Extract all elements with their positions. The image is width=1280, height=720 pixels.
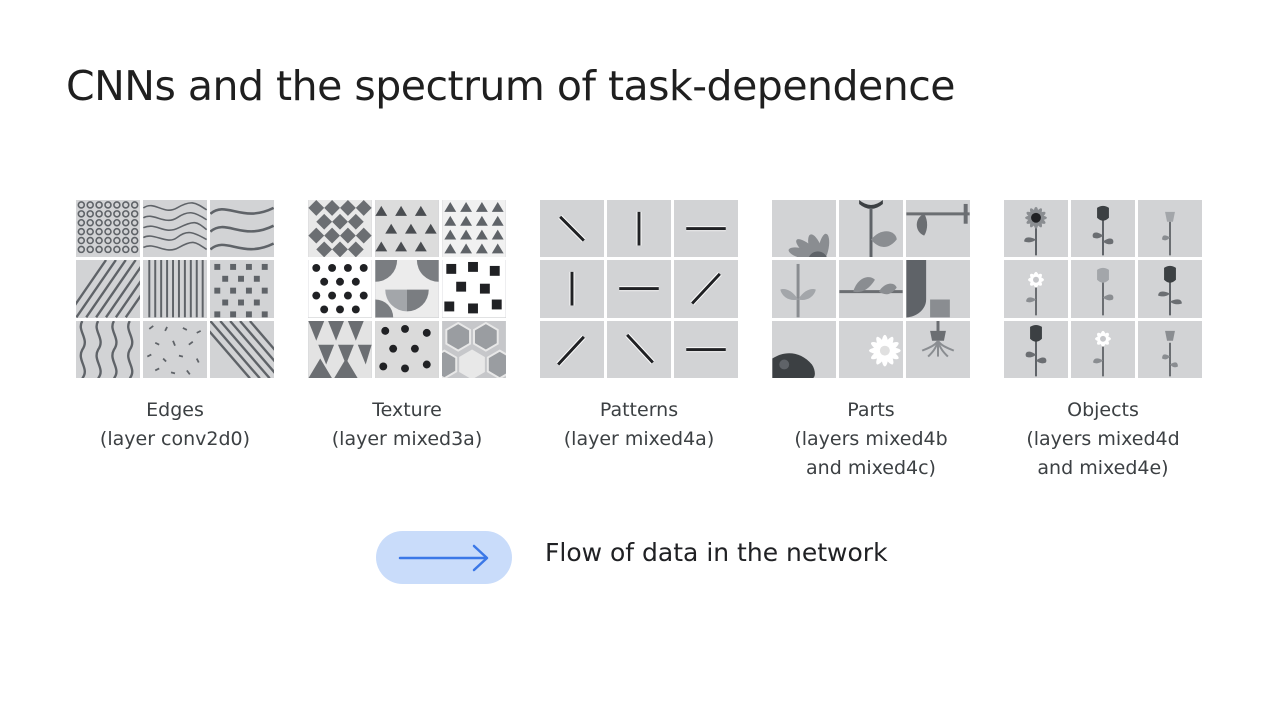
feature-tile xyxy=(906,320,970,378)
feature-tile xyxy=(442,320,506,378)
feature-tile xyxy=(607,320,671,378)
feature-tile xyxy=(76,200,140,258)
feature-tile xyxy=(1138,320,1202,378)
feature-tile xyxy=(839,200,903,258)
feature-tile xyxy=(906,260,970,318)
feature-tile xyxy=(442,260,506,318)
texture-feature-grid xyxy=(308,200,506,378)
feature-tile xyxy=(442,200,506,258)
panel-layer: (layer mixed3a) xyxy=(331,428,483,450)
feature-tile xyxy=(308,260,372,318)
feature-tile xyxy=(906,200,970,258)
feature-tile xyxy=(1138,260,1202,318)
feature-tile xyxy=(1004,260,1068,318)
feature-tile xyxy=(772,320,836,378)
feature-tile xyxy=(210,320,274,378)
feature-tile xyxy=(839,260,903,318)
panel-layer: (layer mixed4a) xyxy=(563,428,715,450)
feature-tile xyxy=(1138,200,1202,258)
feature-tile xyxy=(540,260,604,318)
feature-tile xyxy=(607,260,671,318)
feature-tile xyxy=(375,260,439,318)
slide-title: CNNs and the spectrum of task-dependence xyxy=(66,62,956,110)
panel-name: Edges xyxy=(146,399,204,421)
arrow-right-icon xyxy=(398,544,489,572)
edges-feature-grid xyxy=(76,200,274,378)
panel-name: Texture xyxy=(372,399,442,421)
feature-tile xyxy=(308,200,372,258)
feature-tile xyxy=(1004,320,1068,378)
feature-tile xyxy=(540,320,604,378)
panel-name: Objects xyxy=(1067,399,1139,421)
panel-objects: Objects (layers mixed4d and mixed4e) xyxy=(1004,200,1202,483)
feature-tile xyxy=(210,200,274,258)
feature-tile xyxy=(607,200,671,258)
parts-feature-grid xyxy=(772,200,970,378)
feature-tile xyxy=(210,260,274,318)
panel-name: Patterns xyxy=(599,399,679,421)
feature-tile xyxy=(674,200,738,258)
patterns-feature-grid xyxy=(540,200,738,378)
patterns-caption: Patterns (layer mixed4a) xyxy=(540,396,738,454)
panel-layer-continued: and mixed4e) xyxy=(1037,457,1169,479)
edges-caption: Edges (layer conv2d0) xyxy=(76,396,274,454)
feature-tile xyxy=(772,260,836,318)
panel-parts: Parts (layers mixed4b and mixed4c) xyxy=(772,200,970,483)
feature-tile xyxy=(308,320,372,378)
panel-edges: Edges (layer conv2d0) xyxy=(76,200,274,454)
feature-tile xyxy=(674,260,738,318)
panel-texture: Texture (layer mixed3a) xyxy=(308,200,506,454)
feature-tile xyxy=(1071,200,1135,258)
feature-tile xyxy=(143,260,207,318)
feature-tile xyxy=(674,320,738,378)
panel-patterns: Patterns (layer mixed4a) xyxy=(540,200,738,454)
feature-tile xyxy=(839,320,903,378)
panel-layer: (layer conv2d0) xyxy=(99,428,251,450)
flow-arrow-pill xyxy=(376,531,512,584)
panel-name: Parts xyxy=(847,399,895,421)
flow-legend-label: Flow of data in the network xyxy=(545,538,888,567)
parts-caption: Parts (layers mixed4b and mixed4c) xyxy=(772,396,970,483)
panel-layer-continued: and mixed4c) xyxy=(806,457,936,479)
feature-tile xyxy=(540,200,604,258)
texture-caption: Texture (layer mixed3a) xyxy=(308,396,506,454)
objects-feature-grid xyxy=(1004,200,1202,378)
feature-tile xyxy=(143,200,207,258)
feature-tile xyxy=(1004,200,1068,258)
feature-tile xyxy=(1071,320,1135,378)
feature-tile xyxy=(772,200,836,258)
feature-tile xyxy=(76,320,140,378)
objects-caption: Objects (layers mixed4d and mixed4e) xyxy=(1004,396,1202,483)
panel-layer: (layers mixed4d xyxy=(1026,428,1180,450)
feature-tile xyxy=(375,320,439,378)
panel-layer: (layers mixed4b xyxy=(794,428,948,450)
feature-tile xyxy=(76,260,140,318)
feature-tile xyxy=(375,200,439,258)
feature-tile xyxy=(1071,260,1135,318)
feature-tile xyxy=(143,320,207,378)
